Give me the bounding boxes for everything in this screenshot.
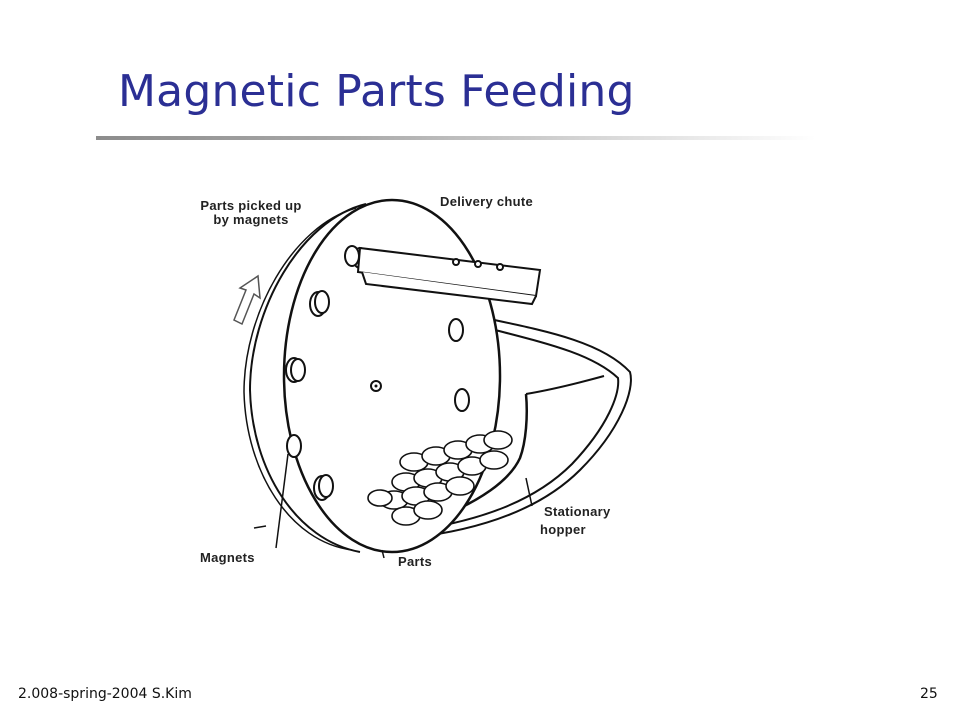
label-parts: Parts (398, 554, 433, 569)
magnet (344, 245, 360, 267)
magnetic-feeder-diagram (180, 180, 660, 600)
label-magnets: Magnets (200, 550, 255, 565)
label-stationary-hopper-line2: hopper (540, 522, 586, 537)
magnet (314, 290, 330, 314)
part (483, 430, 513, 450)
delivery-chute-shape (356, 246, 542, 306)
rotation-arrow-icon (233, 274, 261, 326)
magnet (454, 388, 470, 412)
magnet (286, 434, 302, 458)
label-stationary-hopper-line1: Stationary (544, 504, 611, 519)
page-number: 25 (920, 686, 938, 702)
title-divider (96, 136, 816, 140)
feeder-illustration (233, 198, 632, 559)
part (445, 476, 475, 496)
label-delivery-chute: Delivery chute (440, 194, 534, 209)
part (413, 500, 443, 520)
magnet (290, 358, 306, 382)
label-parts-picked-up: Parts picked up by magnets (188, 199, 314, 227)
parts-pile (367, 430, 513, 526)
label-stationary-hopper: Stationary hopper (540, 505, 630, 537)
part (367, 489, 393, 507)
leader-lines (253, 453, 533, 559)
slide-title: Magnetic Parts Feeding (118, 66, 635, 117)
footer-course-info: 2.008-spring-2004 S.Kim (18, 686, 192, 702)
magnet (318, 474, 334, 498)
magnets-array (285, 245, 470, 501)
magnet (448, 318, 464, 342)
label-parts-picked-up-line1: Parts picked up (200, 198, 302, 213)
part (479, 450, 509, 470)
label-parts-picked-up-line2: by magnets (213, 212, 289, 227)
